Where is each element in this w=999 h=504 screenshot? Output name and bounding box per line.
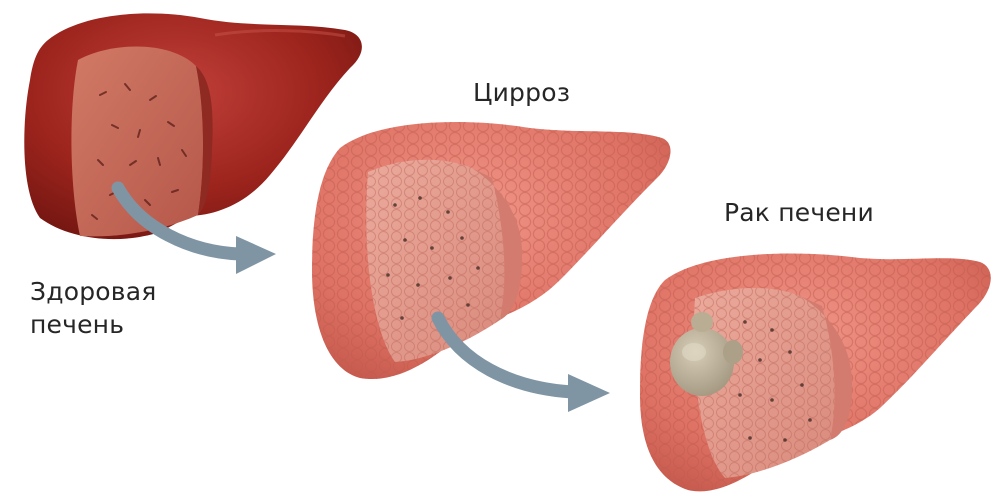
healthy-liver-label: Здоровая печень xyxy=(30,275,156,341)
cirrhosis-label: Цирроз xyxy=(473,76,570,109)
healthy-liver-illustration xyxy=(24,13,362,239)
liver-cancer-label: Рак печени xyxy=(724,196,874,229)
cancer-liver-illustration xyxy=(640,253,991,491)
healthy-label-line2: печень xyxy=(30,308,156,341)
cirrhosis-liver-illustration xyxy=(312,122,670,379)
healthy-label-line1: Здоровая xyxy=(30,275,156,308)
